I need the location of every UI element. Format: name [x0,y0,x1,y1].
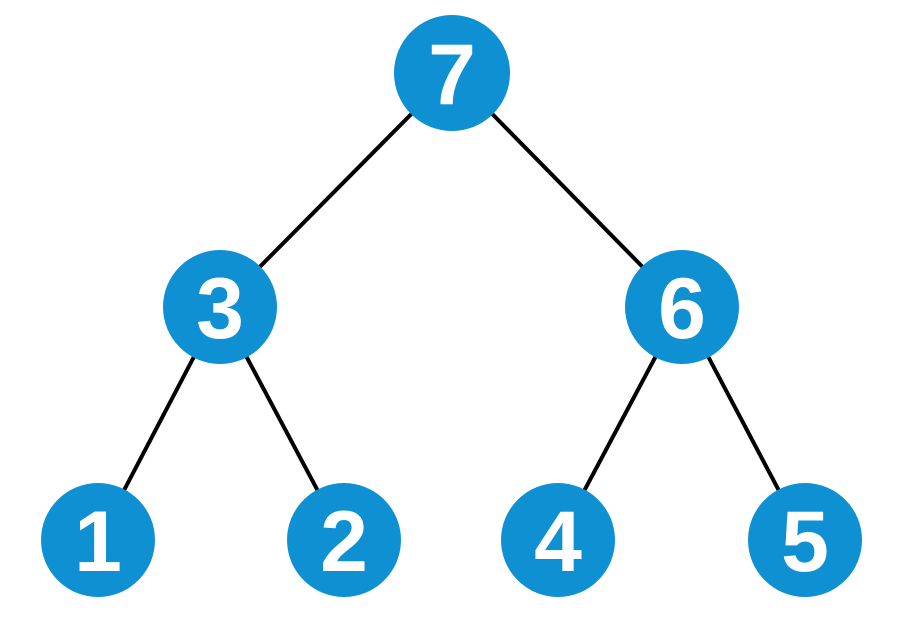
tree-node-label-4: 4 [534,494,582,590]
tree-node-7[interactable]: 7 [394,15,510,131]
tree-node-circle-6[interactable] [625,250,739,364]
tree-node-circle-5[interactable] [748,483,862,597]
tree-node-circle-1[interactable] [41,483,155,597]
tree-node-label-1: 1 [74,494,122,590]
tree-node-5[interactable]: 5 [748,483,862,597]
tree-node-1[interactable]: 1 [41,483,155,597]
tree-nodes-layer: 7 3 6 1 2 4 5 [41,15,862,597]
tree-node-2[interactable]: 2 [287,483,401,597]
tree-node-4[interactable]: 4 [501,483,615,597]
tree-node-circle-2[interactable] [287,483,401,597]
tree-node-label-6: 6 [658,261,706,357]
tree-node-circle-3[interactable] [163,250,277,364]
tree-node-6[interactable]: 6 [625,250,739,364]
tree-node-3[interactable]: 3 [163,250,277,364]
tree-node-label-5: 5 [781,494,829,590]
tree-node-label-2: 2 [320,494,368,590]
tree-node-label-3: 3 [196,261,244,357]
tree-node-circle-4[interactable] [501,483,615,597]
tree-node-label-7: 7 [428,27,476,123]
tree-node-circle-7[interactable] [394,15,510,131]
